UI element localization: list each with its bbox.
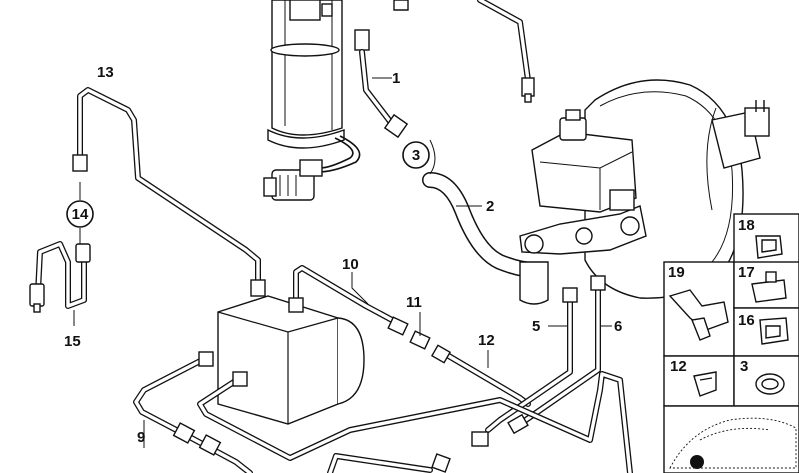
clip-18-icon <box>755 235 783 259</box>
sensor-connector <box>263 159 323 201</box>
callout-11: 11 <box>406 294 422 311</box>
callout-1: 1 <box>392 70 400 87</box>
clip-19-icon <box>668 289 729 341</box>
callout-9: 9 <box>137 429 145 446</box>
legend-17: 17 <box>738 264 755 281</box>
legend-3: 3 <box>740 358 748 375</box>
bracket-12-icon <box>693 371 717 397</box>
vehicle-silhouette-icon <box>669 417 797 469</box>
callout-3: 3 <box>412 147 420 164</box>
hose-part-1 <box>354 29 409 139</box>
clip-16-icon <box>759 317 789 345</box>
brake-line-6 <box>507 275 606 435</box>
parts-legend <box>663 213 799 473</box>
brake-hose-15 <box>29 241 91 313</box>
leader-lines <box>73 77 612 448</box>
hose-part-2 <box>422 172 549 305</box>
legend-19: 19 <box>668 264 685 281</box>
fitting-11 <box>409 330 431 350</box>
callout-14: 14 <box>72 206 89 223</box>
fluid-reservoir-cylinder <box>267 0 361 173</box>
lower-brake-lines <box>197 371 633 473</box>
callout-12: 12 <box>478 332 495 349</box>
top-fittings <box>393 0 535 103</box>
clip-17-icon <box>751 271 787 303</box>
callout-13: 13 <box>97 64 114 81</box>
brake-line-5 <box>471 287 578 447</box>
callout-5: 5 <box>532 318 540 335</box>
hydraulic-unit <box>217 295 365 425</box>
callout-3-circle <box>402 141 430 169</box>
legend-16: 16 <box>738 312 755 329</box>
brake-line-12 <box>430 344 531 407</box>
master-cylinder <box>519 109 647 255</box>
legend-18: 18 <box>738 217 755 234</box>
callout-6: 6 <box>614 318 622 335</box>
brake-line-13 <box>72 87 266 297</box>
brake-line-10 <box>288 265 409 336</box>
callout-10: 10 <box>342 256 359 273</box>
brake-line-9 <box>133 351 253 473</box>
legend-12: 12 <box>670 358 687 375</box>
callout-labels: 1 2 3 5 6 9 10 11 12 13 14 15 18 19 17 1… <box>64 64 755 446</box>
callout-2: 2 <box>486 198 494 215</box>
callout-14-circle <box>66 200 94 228</box>
clamp-ring-3-icon <box>755 373 785 395</box>
callout-15: 15 <box>64 333 81 350</box>
